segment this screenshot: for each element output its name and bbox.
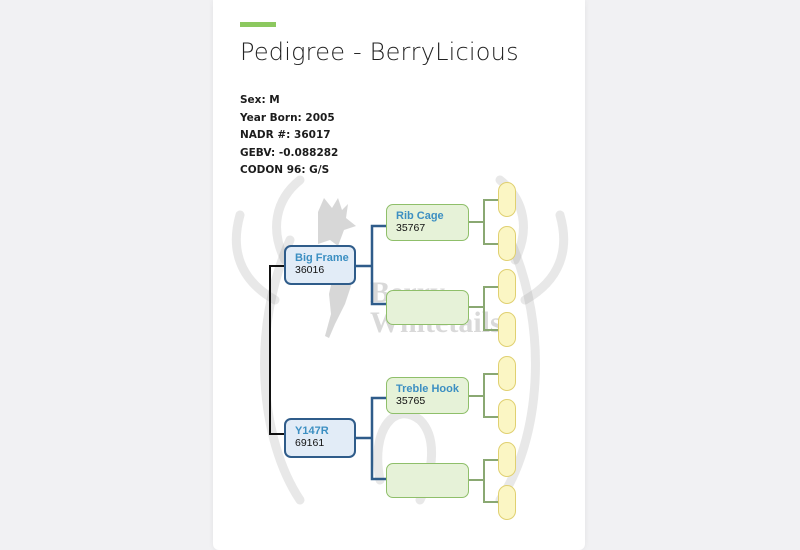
sire-node[interactable]: Big Frame 36016: [284, 245, 356, 285]
sire-sire-id: 35767: [396, 222, 468, 234]
great-grandparent-5[interactable]: [498, 356, 516, 391]
great-grandparent-7[interactable]: [498, 442, 516, 477]
dam-name: Y147R: [295, 425, 354, 437]
great-grandparent-4[interactable]: [498, 312, 516, 347]
great-grandparent-8[interactable]: [498, 485, 516, 520]
sire-id: 36016: [295, 264, 354, 276]
dam-node[interactable]: Y147R 69161: [284, 418, 356, 458]
dam-sire-node[interactable]: Treble Hook 35765: [386, 377, 469, 414]
sire-dam-node[interactable]: [386, 290, 469, 325]
sire-name: Big Frame: [295, 252, 354, 264]
great-grandparent-6[interactable]: [498, 399, 516, 434]
dam-id: 69161: [295, 437, 354, 449]
great-grandparent-2[interactable]: [498, 226, 516, 261]
dam-sire-id: 35765: [396, 395, 468, 407]
great-grandparent-1[interactable]: [498, 182, 516, 217]
sire-sire-node[interactable]: Rib Cage 35767: [386, 204, 469, 241]
great-grandparent-3[interactable]: [498, 269, 516, 304]
sire-sire-name: Rib Cage: [396, 210, 468, 222]
dam-sire-name: Treble Hook: [396, 383, 468, 395]
dam-dam-node[interactable]: [386, 463, 469, 498]
